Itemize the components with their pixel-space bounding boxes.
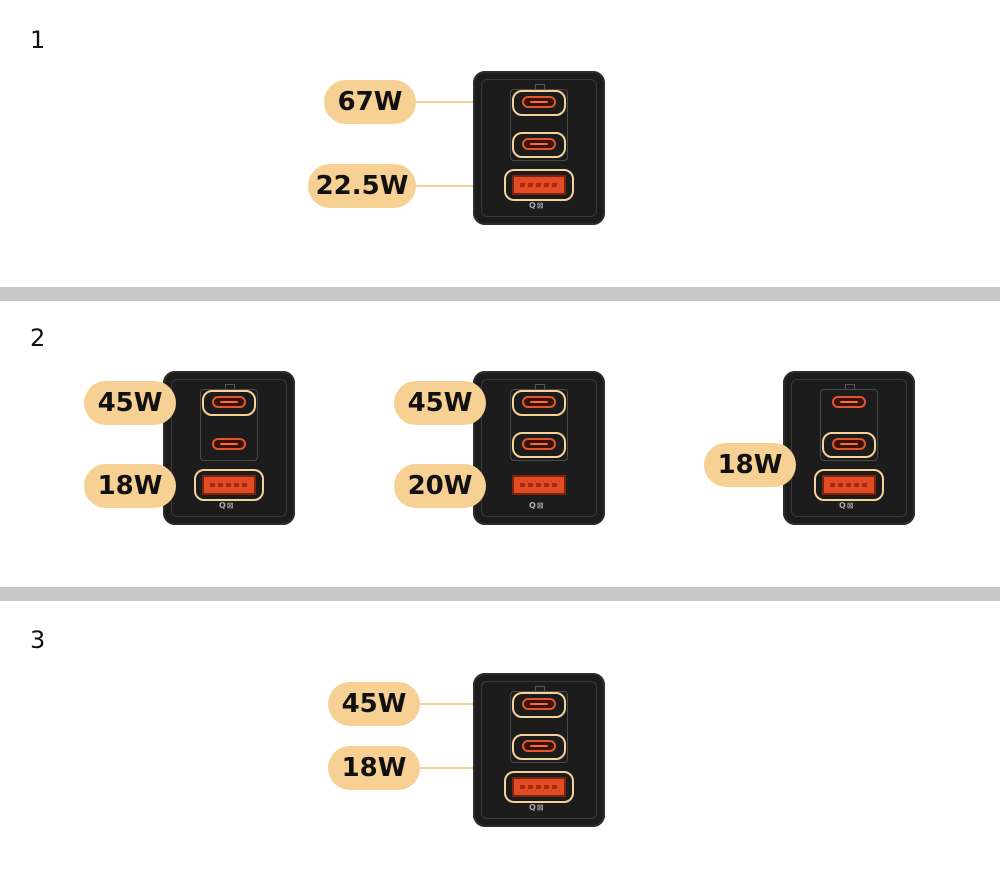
port-highlight — [512, 390, 566, 416]
usb-c-port-2 — [522, 740, 556, 752]
power-label-18w: 18W — [84, 464, 176, 508]
usb-a-port — [512, 475, 566, 495]
usb-c-port-1 — [522, 698, 556, 710]
port-highlight — [512, 90, 566, 116]
usb-c-port-1 — [522, 396, 556, 408]
power-label-18w: 18W — [704, 443, 796, 487]
usb-c-port-group — [200, 389, 258, 461]
port-highlight — [814, 469, 884, 501]
power-label-22-5w: 22.5W — [308, 164, 416, 208]
charger-section-2a: Q⊠ — [163, 371, 295, 525]
charger-section-1: Q⊠ — [473, 71, 605, 225]
port-highlight — [202, 390, 256, 416]
port-notch — [225, 384, 235, 389]
charger-section-3: Q⊠ — [473, 673, 605, 827]
power-label-45w: 45W — [328, 682, 420, 726]
usb-a-port — [202, 475, 256, 495]
power-label-45w: 45W — [84, 381, 176, 425]
section-1-number: 1 — [30, 26, 46, 54]
usb-c-port-1 — [522, 96, 556, 108]
quick-charge-logo: Q⊠ — [529, 803, 545, 812]
charger-face — [791, 379, 907, 517]
charger-face — [481, 681, 597, 819]
port-notch — [845, 384, 855, 389]
port-highlight — [512, 692, 566, 718]
power-label-67w: 67W — [324, 80, 416, 124]
quick-charge-logo: Q⊠ — [529, 201, 545, 210]
port-highlight — [512, 432, 566, 458]
port-highlight — [504, 169, 574, 201]
section-divider — [0, 587, 1000, 601]
usb-c-port-2 — [212, 438, 246, 450]
usb-c-port-group — [820, 389, 878, 461]
section-divider — [0, 287, 1000, 301]
usb-a-port — [822, 475, 876, 495]
usb-c-port-2 — [832, 438, 866, 450]
section-3-number: 3 — [30, 626, 46, 654]
port-notch — [535, 384, 545, 389]
charger-face — [481, 379, 597, 517]
port-highlight — [512, 132, 566, 158]
usb-a-port — [512, 777, 566, 797]
quick-charge-logo: Q⊠ — [839, 501, 855, 510]
section-2-number: 2 — [30, 324, 46, 352]
quick-charge-logo: Q⊠ — [529, 501, 545, 510]
quick-charge-logo: Q⊠ — [219, 501, 235, 510]
port-highlight — [512, 734, 566, 760]
port-highlight — [194, 469, 264, 501]
usb-c-port-group — [510, 89, 568, 161]
charger-section-2c: Q⊠ — [783, 371, 915, 525]
usb-c-port-group — [510, 691, 568, 763]
power-label-20w: 20W — [394, 464, 486, 508]
charger-face — [481, 79, 597, 217]
usb-c-port-group — [510, 389, 568, 461]
usb-c-port-2 — [522, 138, 556, 150]
port-highlight — [822, 432, 876, 458]
usb-c-port-1 — [832, 396, 866, 408]
usb-c-port-2 — [522, 438, 556, 450]
usb-c-port-1 — [212, 396, 246, 408]
charger-section-2b: Q⊠ — [473, 371, 605, 525]
charger-face — [171, 379, 287, 517]
usb-a-port — [512, 175, 566, 195]
port-highlight — [504, 771, 574, 803]
power-label-45w: 45W — [394, 381, 486, 425]
port-notch — [535, 686, 545, 691]
power-label-18w: 18W — [328, 746, 420, 790]
port-notch — [535, 84, 545, 89]
